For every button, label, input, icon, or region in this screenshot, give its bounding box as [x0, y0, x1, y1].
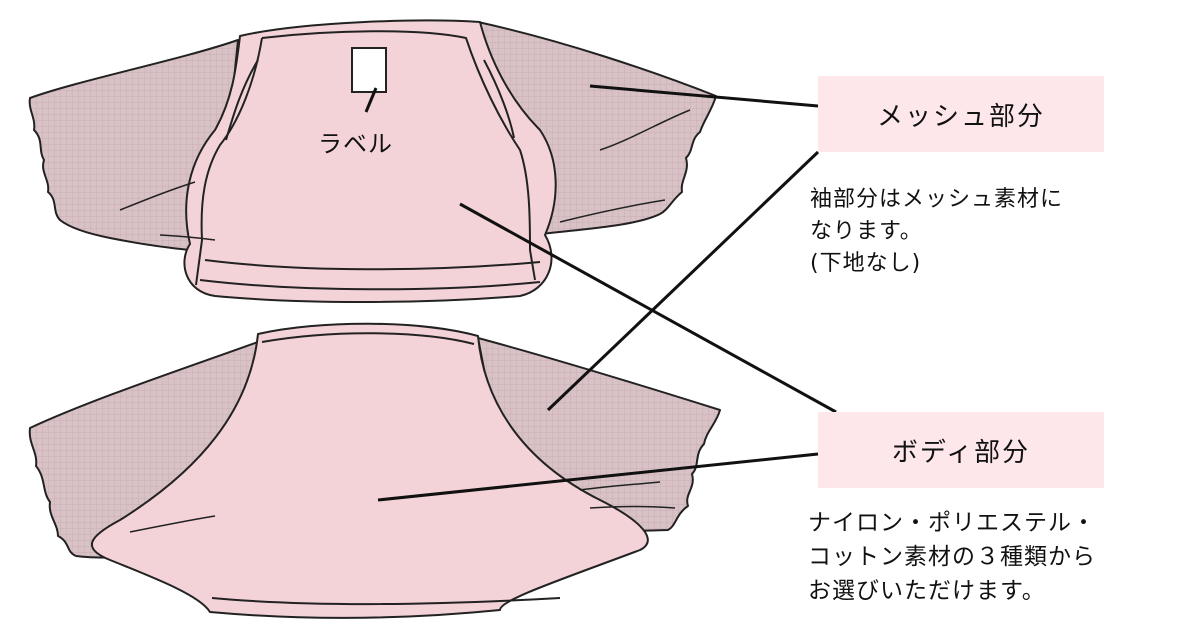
garment-back-view [28, 322, 721, 619]
body-section-description: ナイロン・ポリエステル・ コットン素材の３種類から お選びいただけます。 [808, 510, 1096, 604]
mesh-pointer-top [589, 84, 819, 108]
mesh-pointer-bottom [546, 150, 820, 412]
garment-front-view [28, 19, 717, 303]
label-tag-caption: ラベル [318, 130, 393, 158]
body-section-title: ボディ部分 [818, 412, 1104, 488]
mesh-section-title: メッシュ部分 [818, 76, 1104, 152]
callout-lines [377, 84, 837, 502]
garment-label-tag [351, 47, 387, 93]
front-neckline [261, 30, 536, 281]
body-pointer-bottom [377, 452, 819, 502]
back-body [90, 322, 649, 619]
label-pointer-line [364, 87, 378, 113]
body-pointer-top [459, 202, 837, 414]
mesh-section-description: 袖部分はメッシュ素材に なります。 (下地なし) [810, 187, 1064, 276]
